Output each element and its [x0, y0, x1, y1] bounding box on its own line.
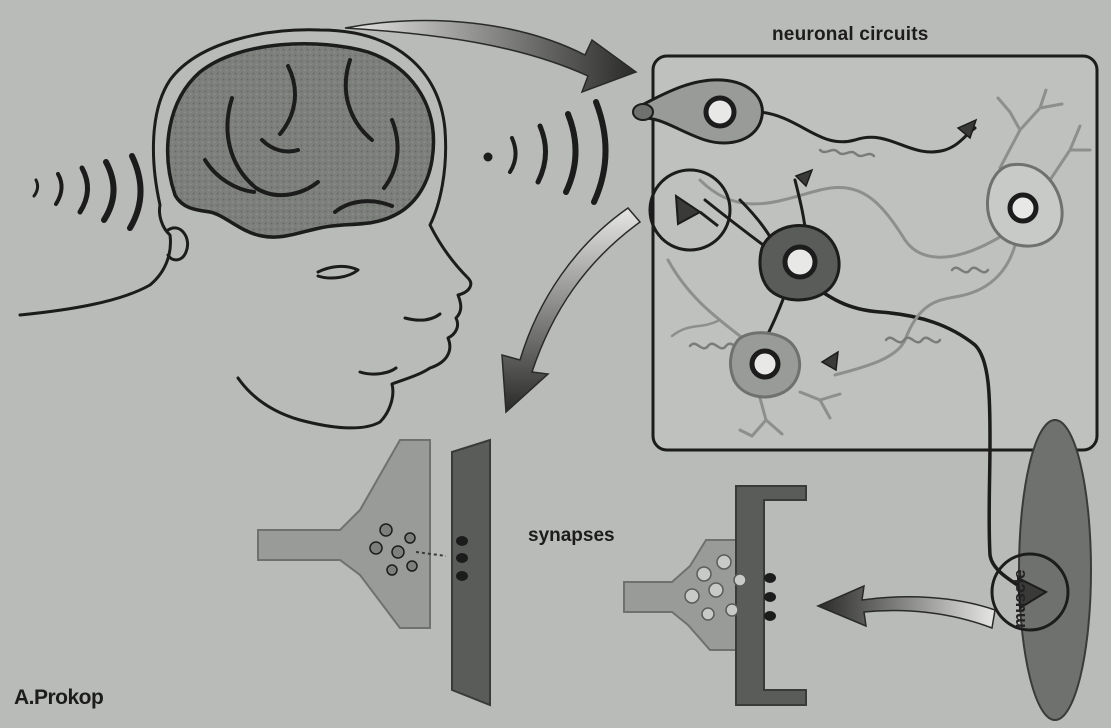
neuron-central-icon	[760, 225, 839, 299]
author-credit: A.Prokop	[14, 686, 103, 710]
curved-arrow-to-muscle-synapse-icon	[818, 586, 995, 628]
neuronal-circuits-label: neuronal circuits	[772, 24, 929, 46]
brain-icon	[168, 44, 434, 237]
sound-waves-right-icon	[484, 102, 606, 202]
synapse-left-icon	[258, 440, 490, 705]
muscle-label: muscle	[1010, 569, 1030, 628]
synapse-right-icon	[624, 486, 806, 705]
curved-arrow-to-synapse-icon	[502, 208, 640, 412]
receptor-markers-right	[764, 573, 776, 621]
neuron-bottom-icon	[731, 333, 800, 397]
synapses-label: synapses	[528, 525, 615, 547]
sound-waves-left-icon	[34, 156, 141, 228]
receptor-markers	[456, 536, 468, 581]
